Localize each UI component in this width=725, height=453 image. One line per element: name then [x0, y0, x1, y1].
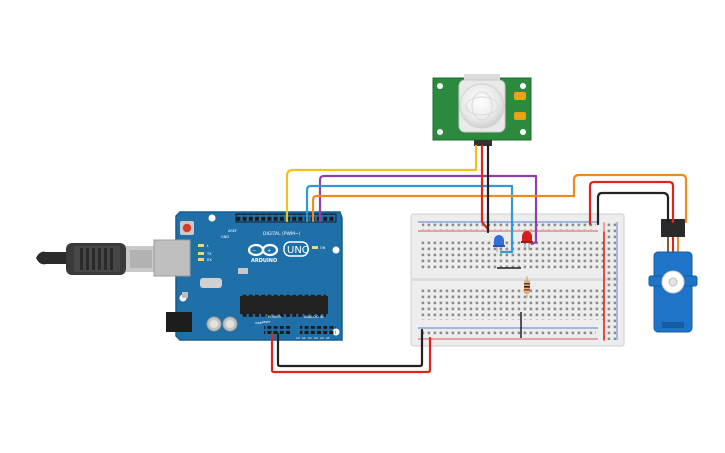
analog-label: ANALOG IN [304, 315, 324, 319]
smd-part [238, 268, 248, 274]
wire-red [480, 144, 489, 230]
wire-red [270, 332, 432, 374]
red-led[interactable] [521, 231, 533, 250]
digital-label: DIGITAL (PWM~) [263, 231, 301, 237]
servo-motor-icon[interactable] [648, 219, 698, 333]
led-on [312, 246, 318, 249]
arduino-logo-icon [247, 243, 279, 257]
power-jack [166, 312, 192, 332]
wire-red [588, 180, 675, 226]
tx-label: TX [206, 252, 212, 256]
side-power-rail [605, 222, 616, 340]
wire-black [276, 328, 424, 368]
power-label: POWER [268, 315, 282, 319]
on-label: ON [320, 246, 326, 250]
gnd-label: GND [221, 235, 229, 239]
ioref-label: IOREF [255, 321, 263, 325]
a1-label: A1 [302, 336, 306, 340]
led-l [198, 244, 204, 247]
usb-port [153, 239, 191, 277]
terminal-block-bottom [419, 289, 605, 320]
a2-label: A2 [308, 336, 312, 340]
a0-label: A0 [296, 336, 300, 340]
uno-badge [283, 241, 309, 257]
top-power-rail [422, 223, 596, 230]
servo-connector [661, 219, 685, 237]
wire-purple [318, 174, 538, 246]
smd-part [182, 292, 188, 298]
resistor[interactable] [524, 276, 530, 298]
l-label: L [207, 244, 209, 248]
a5-label: A5 [326, 336, 330, 340]
reset-pin-label: RESET [262, 320, 271, 324]
analog-header [300, 326, 336, 334]
wire-yellow [285, 144, 478, 223]
wire-blue [305, 184, 514, 254]
a4-label: A4 [320, 336, 324, 340]
a3-label: A3 [314, 336, 318, 340]
brand-label: ARDUINO [251, 258, 277, 264]
svg-text:−: − [252, 248, 256, 254]
model-label: UNO [287, 245, 310, 256]
bottom-power-rail [422, 330, 596, 337]
wire-orange [311, 173, 688, 224]
crystal [200, 278, 222, 288]
power-header [264, 326, 290, 334]
atmega-chip [240, 296, 328, 314]
usb-cable-icon [36, 243, 156, 275]
breadboard[interactable] [410, 213, 625, 347]
svg-text:+: + [267, 248, 271, 254]
arduino-uno-board[interactable]: DIGITAL (PWM~) AREF GND L TX RX ON − + A… [153, 211, 343, 341]
rx-label: RX [207, 258, 212, 262]
led-tx [198, 252, 204, 255]
aref-label: AREF [228, 229, 237, 233]
led-rx [198, 258, 204, 261]
wire-black [596, 191, 670, 226]
pir-sensor-icon[interactable] [432, 74, 532, 146]
